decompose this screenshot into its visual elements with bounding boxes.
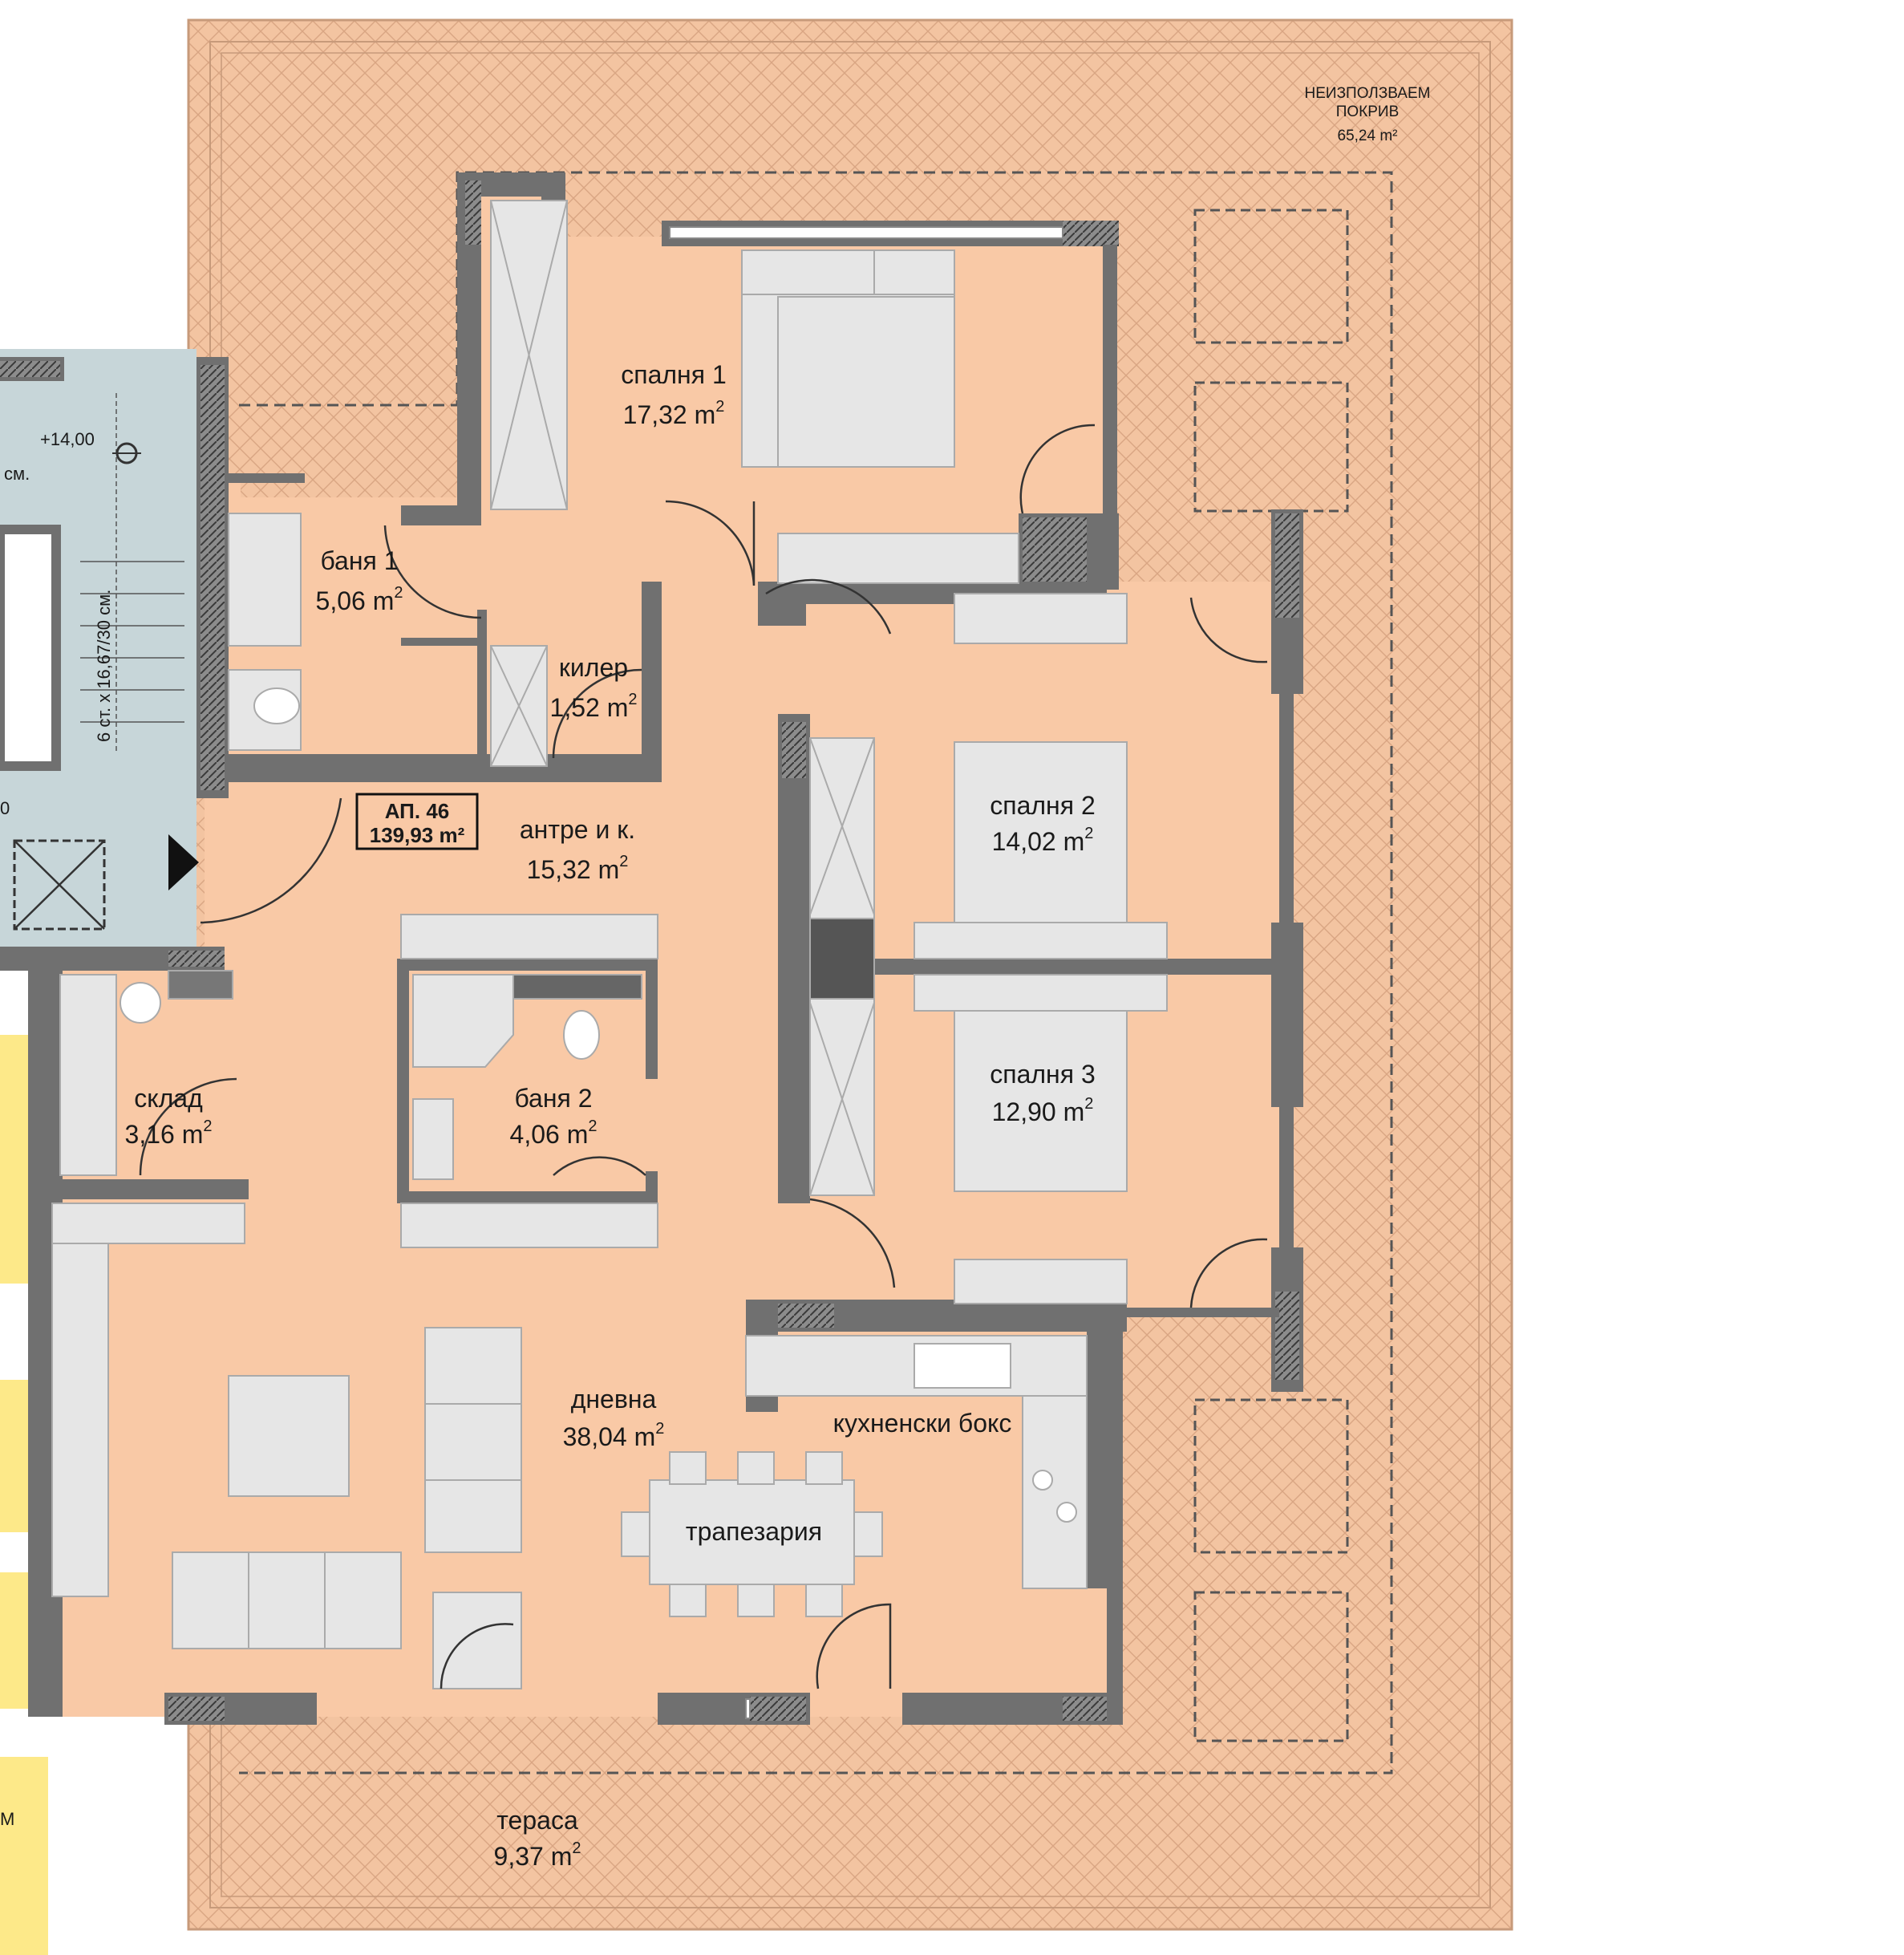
room-label-kitchen: кухненски бокс	[833, 1409, 1012, 1438]
svg-text:1,52 m2: 1,52 m2	[550, 691, 638, 722]
room-label-hallway: антре и к. 15,32 m2	[520, 815, 635, 884]
door-swings	[139, 424, 1268, 1689]
room-label-bathroom-2: баня 2 4,06 m2	[510, 1084, 598, 1149]
walls	[0, 172, 1303, 1725]
svg-text:кухненски бокс: кухненски бокс	[833, 1409, 1012, 1438]
roof-label-line1: НЕИЗПОЛЗВАЕМ	[1305, 85, 1431, 102]
room-label-terrace: тераса 9,37 m2	[494, 1806, 581, 1871]
room-label-bedroom-1: спалня 1 17,32 m2	[621, 360, 726, 429]
svg-text:4,06 m2: 4,06 m2	[510, 1117, 598, 1149]
svg-text:тераса: тераса	[496, 1806, 578, 1835]
stair-core	[0, 349, 199, 951]
apartment-name: АП. 46	[385, 799, 450, 823]
svg-text:38,04 m2: 38,04 m2	[563, 1420, 665, 1451]
svg-text:антре и к.: антре и к.	[520, 815, 635, 844]
stair-level: +14,00	[40, 429, 95, 449]
room-label-dining: трапезария	[686, 1517, 822, 1546]
windows	[317, 226, 1063, 1719]
svg-text:спалня 1: спалня 1	[621, 360, 726, 389]
svg-text:3,16 m2: 3,16 m2	[125, 1117, 213, 1149]
roof-label: НЕИЗПОЛЗВАЕМ ПОКРИВ 65,24 m²	[1305, 85, 1431, 144]
room-label-storage: склад 3,16 m2	[125, 1084, 213, 1149]
svg-text:баня 2: баня 2	[514, 1084, 592, 1113]
room-label-pantry: килер 1,52 m2	[550, 653, 638, 722]
svg-text:баня 1: баня 1	[320, 546, 398, 575]
roof-label-line2: ПОКРИВ	[1336, 103, 1400, 120]
edge-mark-left: 0	[0, 798, 10, 818]
svg-text:спалня 2: спалня 2	[990, 791, 1095, 820]
edge-mark-bottom: M	[0, 1809, 14, 1829]
svg-text:склад: склад	[134, 1084, 203, 1113]
svg-text:9,37 m2: 9,37 m2	[494, 1839, 581, 1871]
svg-text:15,32 m2: 15,32 m2	[527, 853, 629, 884]
room-labels: спалня 1 17,32 m2 баня 1 5,06 m2 килер 1…	[125, 360, 1096, 1871]
furniture	[51, 200, 1168, 1689]
room-label-bedroom-3: спалня 3 12,90 m2	[990, 1060, 1095, 1126]
svg-text:дневна: дневна	[571, 1385, 657, 1414]
svg-text:спалня 3: спалня 3	[990, 1060, 1095, 1089]
apartment-area: 139,93 m²	[370, 823, 465, 847]
roof-label-area: 65,24 m²	[1338, 128, 1398, 144]
svg-text:5,06 m2: 5,06 m2	[316, 584, 403, 615]
stair-labels: +14,00 см. 6 ст. х 16,67/30 см. 0 M	[0, 429, 114, 1829]
svg-text:14,02 m2: 14,02 m2	[992, 825, 1094, 856]
room-label-bathroom-1: баня 1 5,06 m2	[316, 546, 403, 615]
svg-text:17,32 m2: 17,32 m2	[623, 398, 725, 429]
stair-steps: 6 ст. х 16,67/30 см.	[94, 590, 114, 742]
apartment-label: АП. 46 139,93 m²	[355, 793, 479, 850]
svg-text:трапезария: трапезария	[686, 1517, 822, 1546]
room-label-living: дневна 38,04 m2	[563, 1385, 665, 1451]
svg-text:12,90 m2: 12,90 m2	[992, 1095, 1094, 1126]
svg-text:килер: килер	[559, 653, 628, 682]
room-label-bedroom-2: спалня 2 14,02 m2	[990, 791, 1095, 856]
stair-note-top: см.	[4, 464, 30, 484]
